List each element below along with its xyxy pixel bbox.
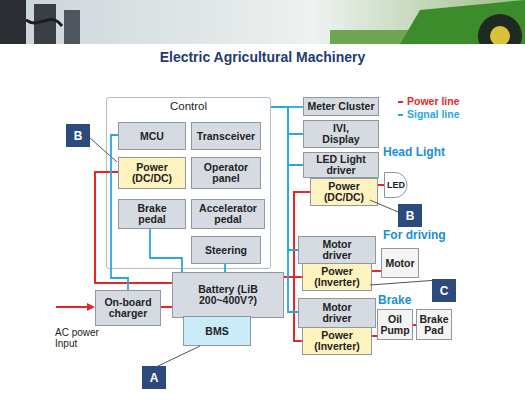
power-box: Power (DC/DC) bbox=[118, 157, 186, 189]
section-label: For driving bbox=[383, 228, 446, 242]
cable-shape bbox=[26, 20, 62, 26]
process-box: Accelerator pedal bbox=[191, 199, 265, 229]
box-text: Brake Pad bbox=[417, 314, 451, 336]
callout-number: C bbox=[432, 279, 456, 302]
box-text: Motor bbox=[385, 258, 414, 269]
box-text: Power (DC/DC) bbox=[319, 181, 369, 203]
box-text: Transceiver bbox=[197, 131, 255, 142]
charger-shape bbox=[0, 0, 26, 44]
box-text: Power (Inverter) bbox=[312, 330, 362, 352]
battery-box: Battery (LiB 200~400V?) bbox=[172, 272, 284, 318]
box-text: Power (DC/DC) bbox=[127, 162, 177, 184]
box-text: Control bbox=[170, 101, 207, 112]
power-box: Power (Inverter) bbox=[302, 263, 372, 291]
power-box: Power (DC/DC) bbox=[310, 178, 378, 206]
leader-line bbox=[370, 280, 438, 285]
process-box: LED Light driver bbox=[303, 152, 379, 178]
process-box: Brake Pad bbox=[416, 309, 452, 340]
note-text: AC power Input bbox=[55, 327, 107, 349]
process-box: On-board charger bbox=[95, 290, 161, 326]
process-box: Motor bbox=[381, 248, 419, 278]
tractor-wheel bbox=[478, 14, 522, 44]
process-box: Transceiver bbox=[191, 122, 261, 150]
legend-text: Power line bbox=[407, 95, 460, 107]
section-label: Brake bbox=[378, 293, 411, 307]
process-box: Oil Pump bbox=[377, 309, 413, 340]
power-line bbox=[378, 184, 384, 186]
callout-number: A bbox=[142, 366, 166, 389]
leader-line bbox=[156, 346, 200, 367]
legend-swatch bbox=[398, 101, 403, 103]
arrow-head bbox=[87, 303, 95, 311]
process-box: Meter Cluster bbox=[303, 97, 379, 116]
power-box: Power (Inverter) bbox=[302, 327, 372, 355]
legend-row: Power line bbox=[398, 95, 460, 107]
process-box: Motor driver bbox=[298, 236, 376, 264]
led-lamp: LED bbox=[384, 172, 408, 198]
signal-line bbox=[271, 107, 298, 250]
box-text: Operator panel bbox=[196, 162, 256, 184]
box-text: LED Light driver bbox=[311, 154, 371, 176]
charger-shape bbox=[64, 10, 80, 44]
signal-line bbox=[271, 107, 303, 165]
input-arrow bbox=[56, 306, 88, 308]
power-line bbox=[372, 270, 381, 272]
group-box: ControlMCU TransceiverPower (DC/DC) Operat… bbox=[106, 97, 271, 269]
box-text: Motor driver bbox=[315, 239, 360, 261]
box-text: Steering bbox=[205, 245, 247, 256]
process-box: IVI, Display bbox=[303, 120, 379, 148]
process-box: MCU bbox=[118, 122, 186, 150]
box-text: LED bbox=[387, 180, 405, 191]
process-box: Steering bbox=[191, 236, 261, 264]
header-photo bbox=[0, 0, 525, 44]
section-label: Head Light bbox=[383, 145, 445, 159]
box-text: Oil Pump bbox=[378, 314, 412, 336]
box-text: Battery (LiB 200~400V?) bbox=[196, 284, 260, 306]
box-text: IVI, Display bbox=[316, 123, 366, 145]
legend-text: Signal line bbox=[407, 108, 460, 120]
box-text: On-board charger bbox=[98, 297, 158, 319]
box-text: Accelerator pedal bbox=[193, 203, 263, 225]
box-text: MCU bbox=[140, 131, 164, 142]
process-box: BMS bbox=[183, 316, 251, 346]
legend-swatch bbox=[398, 114, 403, 116]
signal-line bbox=[271, 106, 303, 108]
process-box: Operator panel bbox=[191, 157, 261, 189]
process-box: Motor driver bbox=[298, 298, 376, 328]
diagram-title: Electric Agricultural Machinery bbox=[0, 49, 525, 65]
photo-background bbox=[0, 0, 525, 44]
box-text: Brake pedal bbox=[127, 203, 177, 225]
signal-line bbox=[271, 107, 303, 134]
power-line bbox=[284, 276, 302, 278]
lamp-shape bbox=[385, 173, 408, 198]
callout-number: B bbox=[66, 124, 90, 147]
box-text: Motor driver bbox=[315, 302, 360, 324]
power-line bbox=[161, 306, 172, 308]
process-box: Brake pedal bbox=[118, 199, 186, 229]
box-text: BMS bbox=[205, 326, 228, 337]
wheel-hub bbox=[490, 26, 510, 44]
box-text: Meter Cluster bbox=[307, 101, 374, 112]
callout-number: B bbox=[398, 204, 422, 227]
legend-row: Signal line bbox=[398, 108, 460, 120]
box-text: Power (Inverter) bbox=[312, 266, 362, 288]
